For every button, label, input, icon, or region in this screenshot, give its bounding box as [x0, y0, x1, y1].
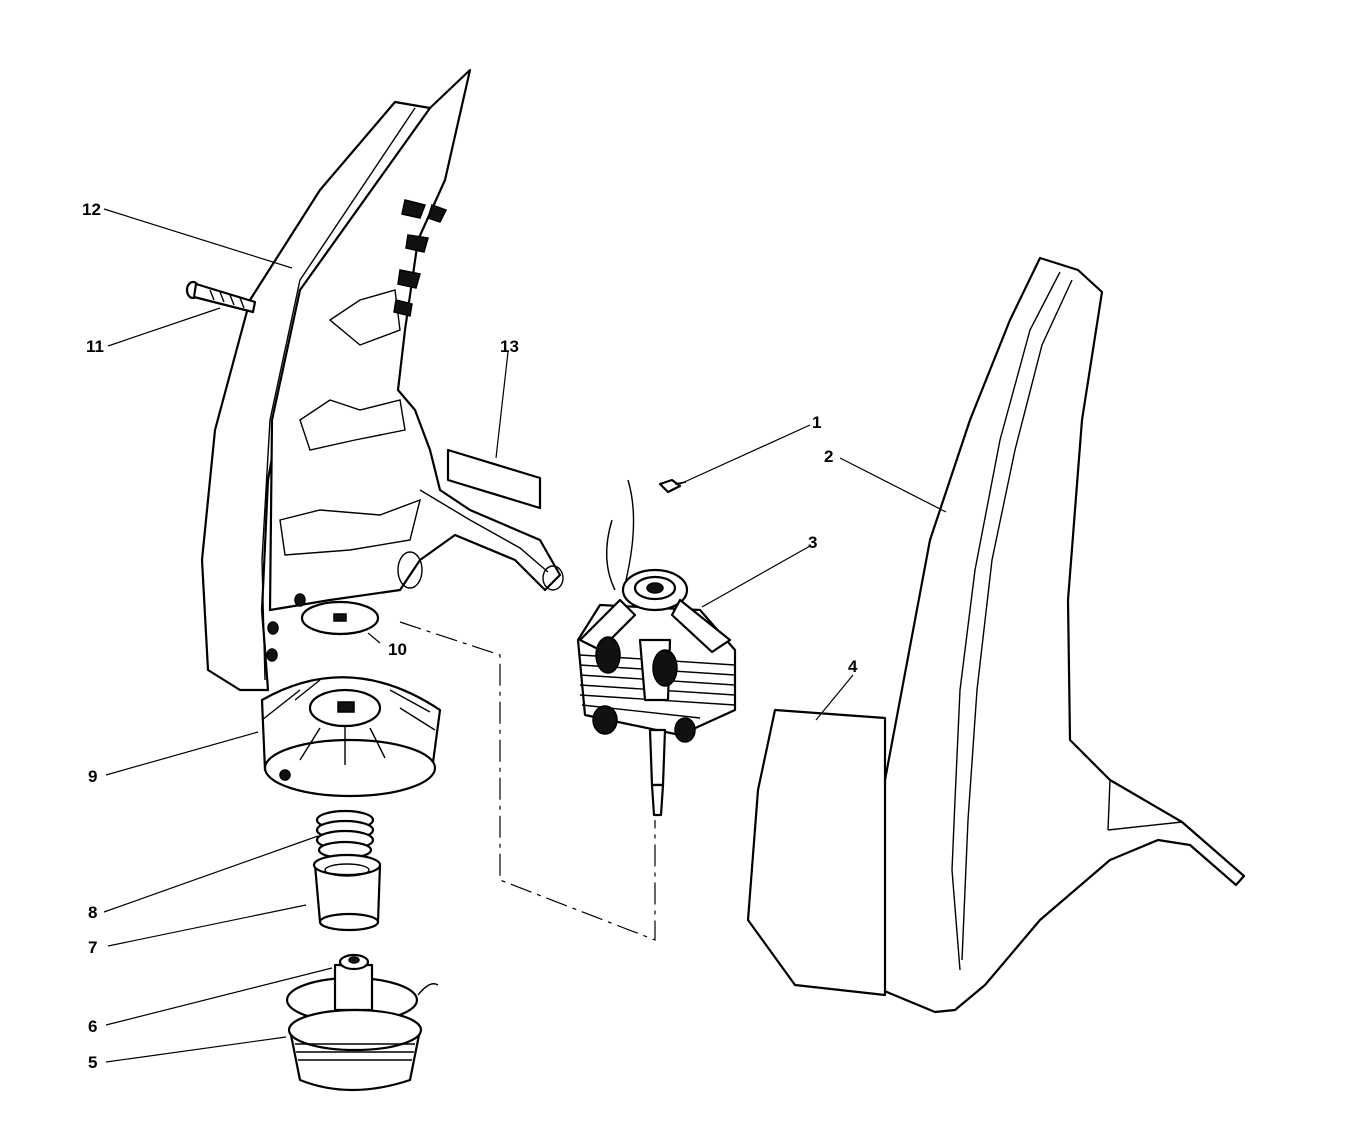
- callout-13: 13: [500, 337, 519, 356]
- callout-5: 5: [88, 1053, 97, 1072]
- callout-1: 1: [812, 413, 821, 432]
- callout-7: 7: [88, 938, 97, 957]
- spool-cup-part-7: [312, 853, 382, 932]
- callout-2: 2: [824, 447, 833, 466]
- spool-part-5: [287, 1008, 423, 1092]
- screw-part-11: [185, 280, 257, 314]
- callout-3: 3: [808, 533, 817, 552]
- decal-part-13: [446, 448, 542, 510]
- callout-4: 4: [848, 657, 858, 676]
- callout-6: 6: [88, 1017, 97, 1036]
- leader-lines: [103, 208, 947, 1063]
- housing-cover-part-2: [880, 256, 1246, 1014]
- motor-part-3: [576, 479, 737, 817]
- callout-10: 10: [388, 640, 407, 659]
- assembly-dash-line: [399, 621, 656, 941]
- housing-half-part: [200, 68, 564, 692]
- label-panel-part-4: [746, 708, 887, 997]
- fan-part-9: [260, 676, 442, 798]
- small-screw-part-1: [658, 478, 687, 494]
- callout-labels: 12 11 13 1 2 3 4 10 9 8 7 6 5: [82, 200, 858, 1072]
- callout-8: 8: [88, 903, 97, 922]
- spring-part-8: [315, 809, 375, 860]
- callout-11: 11: [86, 337, 104, 356]
- washer-part-10: [300, 600, 380, 636]
- callout-12: 12: [82, 200, 101, 219]
- callout-9: 9: [88, 767, 97, 786]
